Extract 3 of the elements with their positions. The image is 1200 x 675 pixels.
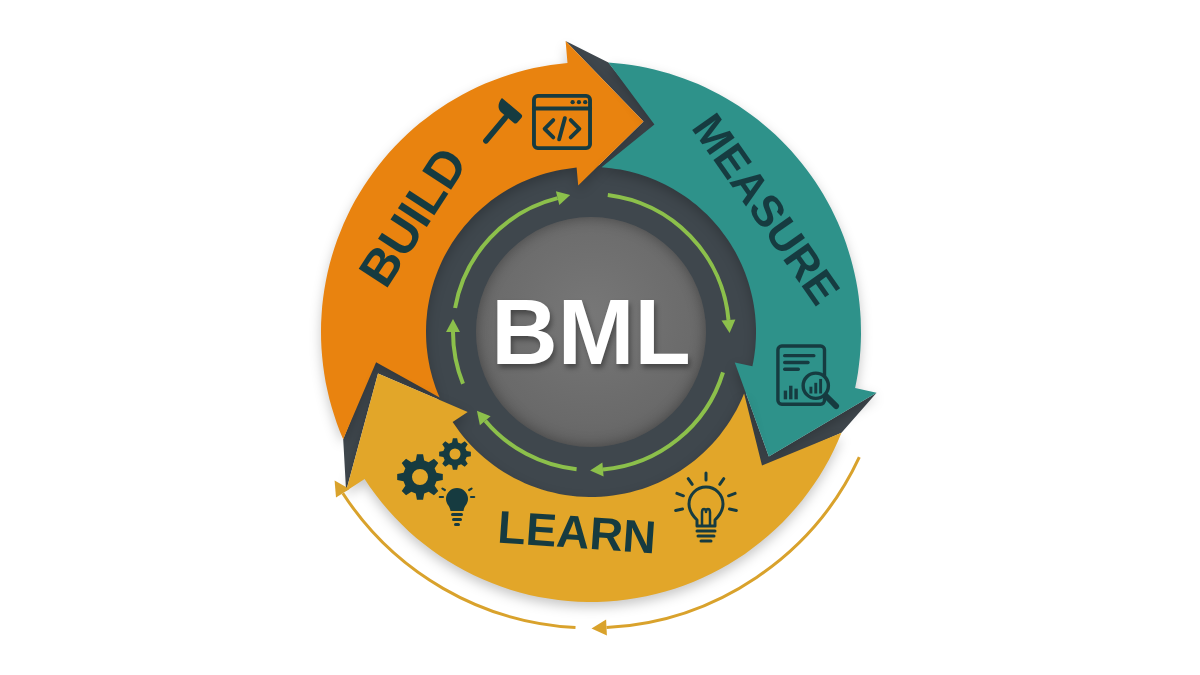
stage-label: LEARN [496,503,658,560]
curved-arrow-segment [346,373,842,602]
center-label: BML [491,286,691,378]
